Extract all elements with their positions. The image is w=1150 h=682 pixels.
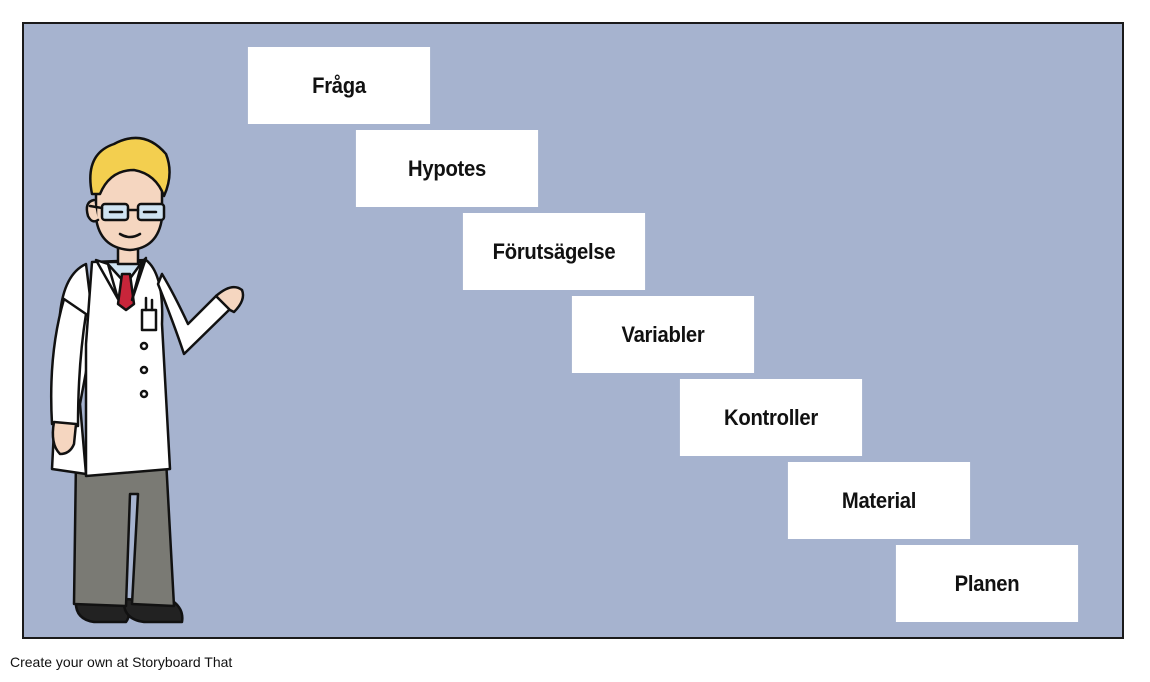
step-box-7: Planen xyxy=(895,545,1079,622)
storyboard-panel: Fråga Hypotes Förutsägelse Variabler Kon… xyxy=(22,22,1124,639)
step-box-2: Hypotes xyxy=(355,130,539,207)
step-box-3: Förutsägelse xyxy=(462,213,646,290)
scientist-illustration xyxy=(49,136,245,624)
storyboard-footer-link[interactable]: Create your own at Storyboard That xyxy=(10,654,233,670)
step-box-1: Fråga xyxy=(247,47,431,124)
step-box-5: Kontroller xyxy=(679,379,863,456)
step-box-4: Variabler xyxy=(571,296,755,373)
step-box-6: Material xyxy=(787,462,971,539)
